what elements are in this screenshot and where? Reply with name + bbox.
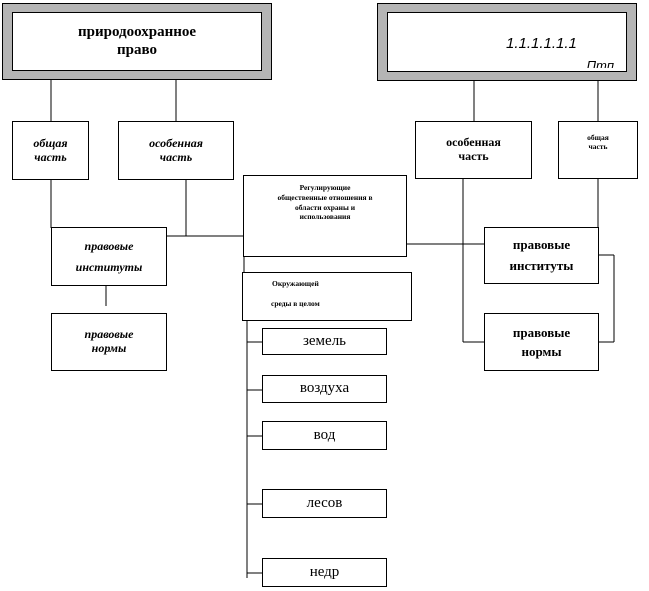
- left-institutes-box: правовые институты: [51, 227, 167, 286]
- object-land-box: земель: [262, 328, 387, 355]
- environment-box: Окружающей среды в целом: [242, 272, 412, 321]
- right-institutes-box: правовые институты: [484, 227, 599, 284]
- object-forests-box: лесов: [262, 489, 387, 518]
- left-header-title: природоохранное право: [77, 24, 197, 58]
- object-subsoil-box: недр: [262, 558, 387, 587]
- right-header-frame: 1.1.1.1.1.1 Птп: [377, 3, 637, 81]
- right-norms-box: правовые нормы: [484, 313, 599, 371]
- left-header-frame: природоохранное право: [2, 3, 272, 80]
- right-header-panel: 1.1.1.1.1.1 Птп: [387, 12, 627, 72]
- left-special-part-box: особенная часть: [118, 121, 234, 180]
- left-norms-box: правовые нормы: [51, 313, 167, 371]
- object-water-box: вод: [262, 421, 387, 450]
- object-air-box: воздуха: [262, 375, 387, 403]
- left-general-part-box: общая часть: [12, 121, 89, 180]
- regulating-relations-box: Регулирующие общественные отношения в об…: [243, 175, 407, 257]
- left-header-panel: природоохранное право: [12, 12, 262, 71]
- right-header-sub: Птп: [586, 58, 614, 68]
- right-header-number: 1.1.1.1.1.1: [506, 35, 577, 52]
- right-general-part-box: общая часть: [558, 121, 638, 179]
- right-special-part-box: особенная часть: [415, 121, 532, 179]
